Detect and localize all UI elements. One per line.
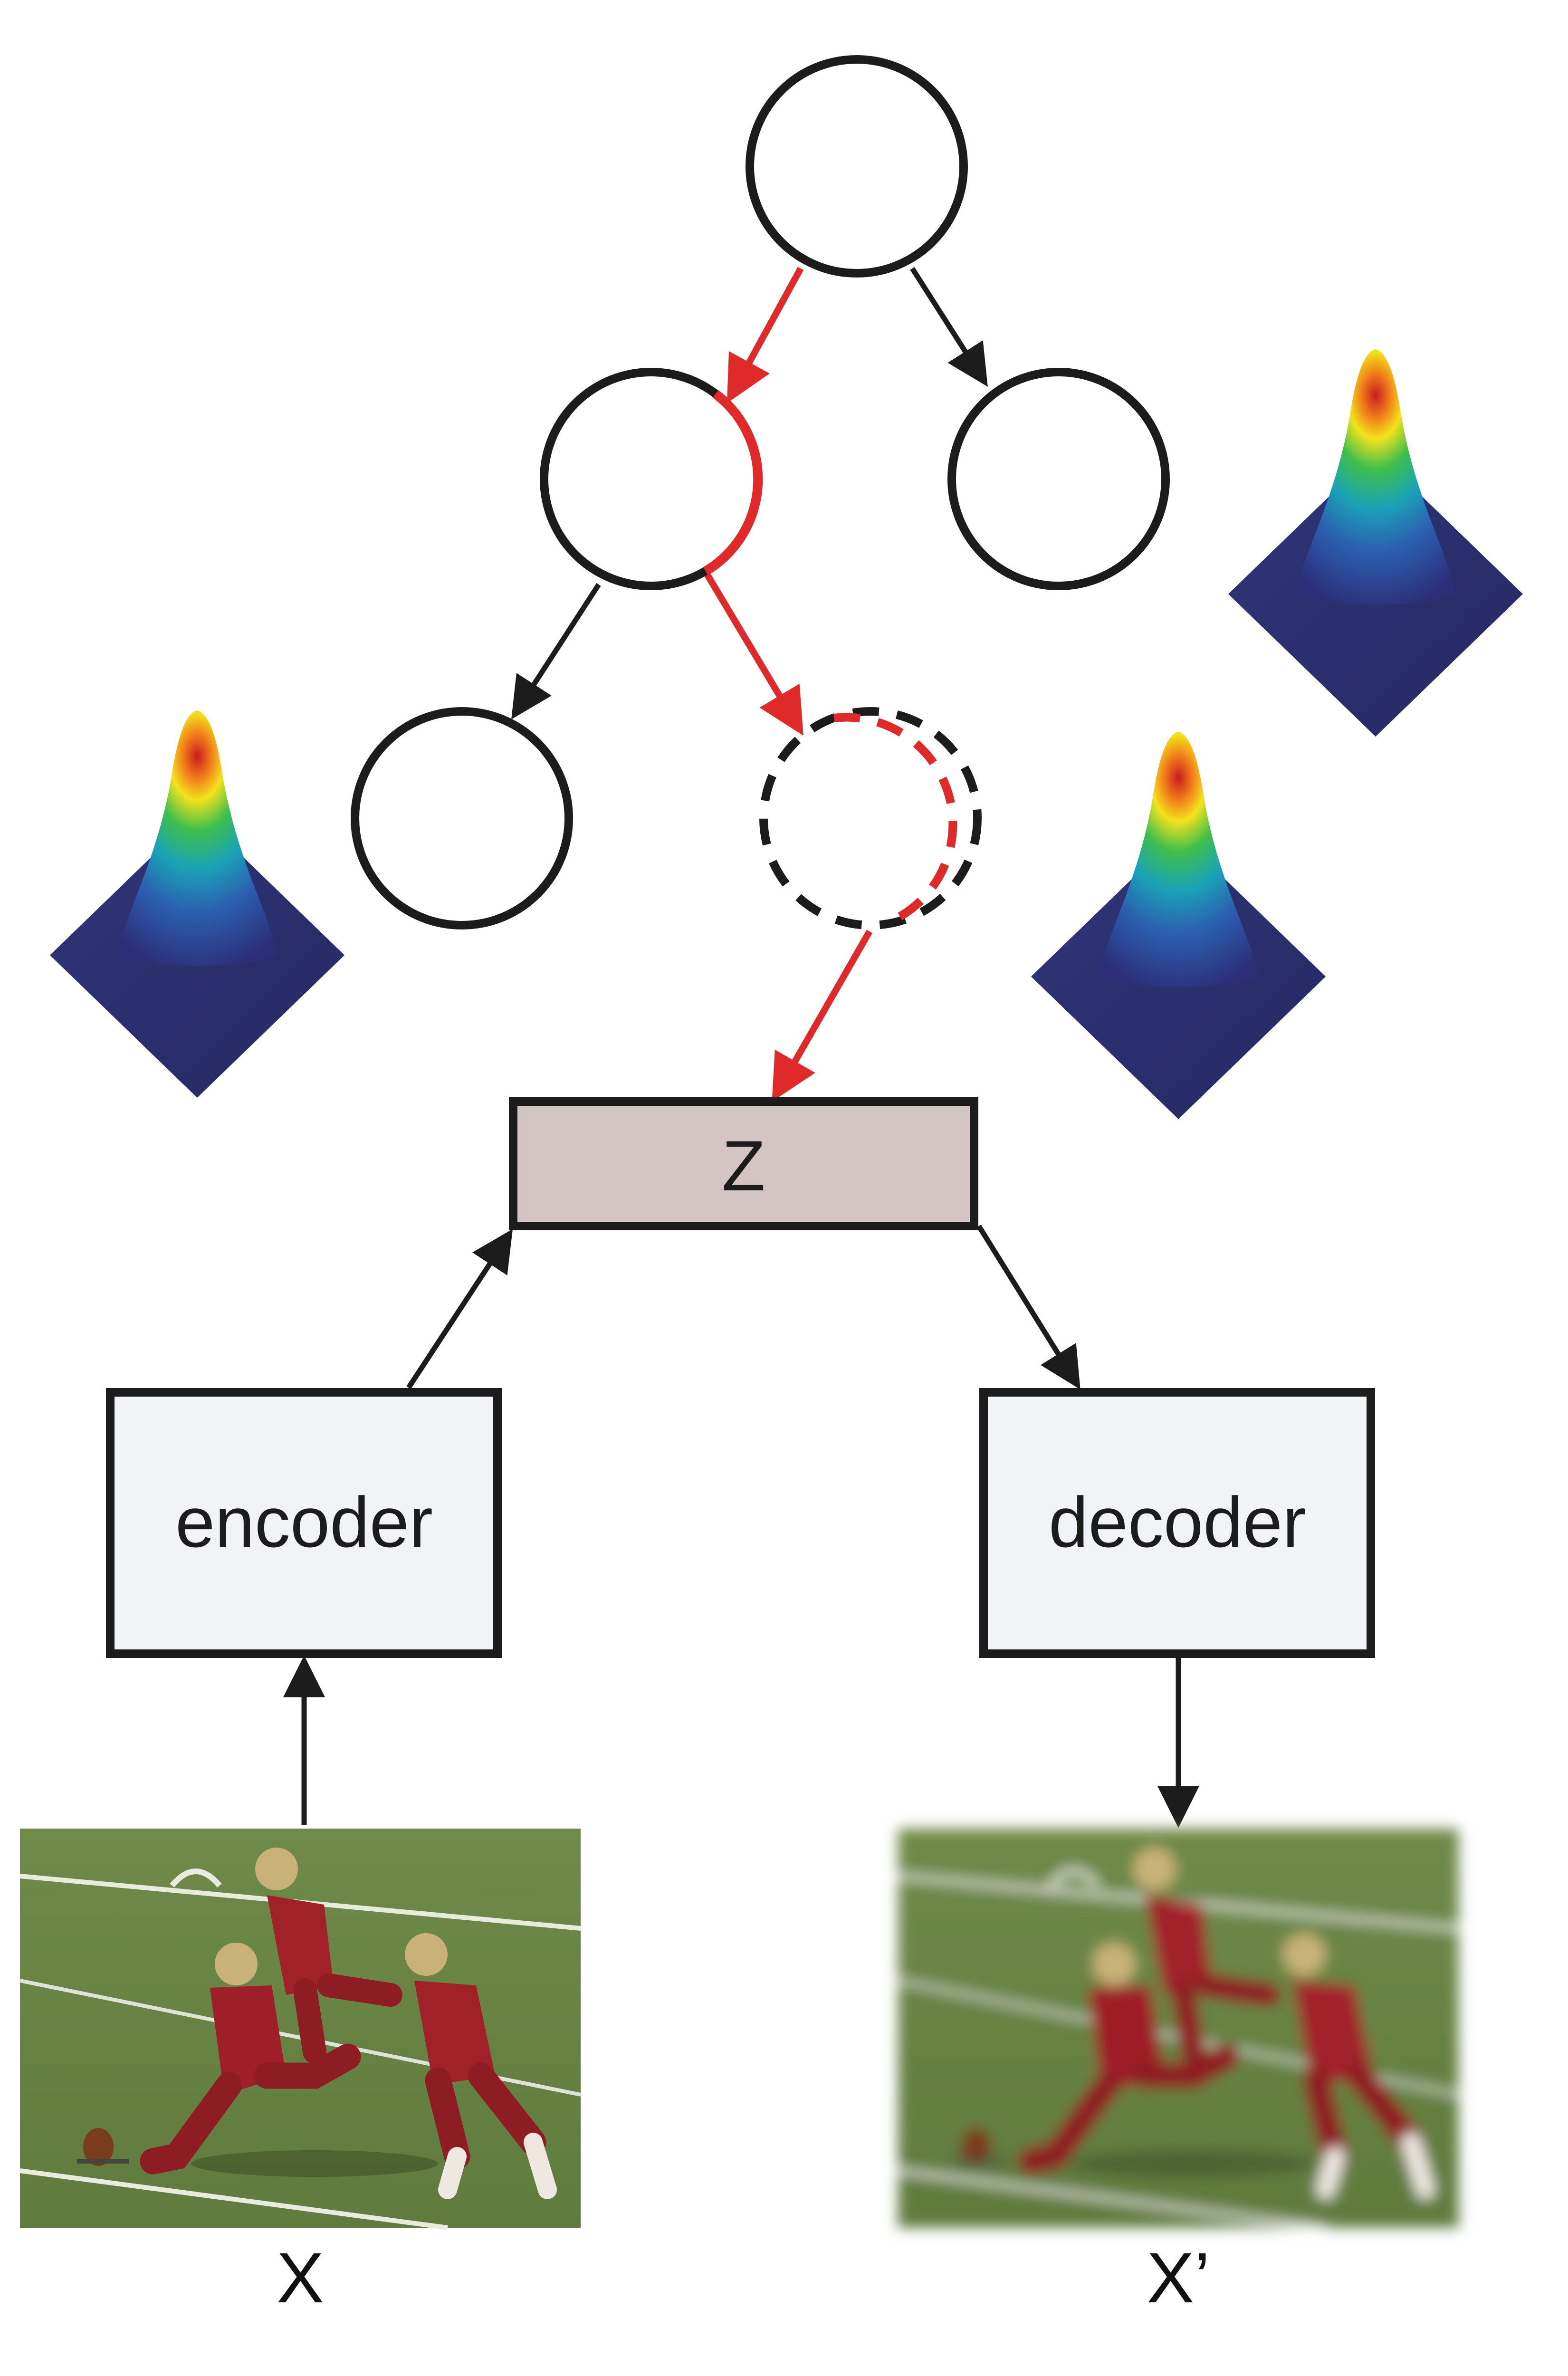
decoder-box (979, 1388, 1375, 1658)
edge-left-to-left-right (700, 566, 803, 736)
tree-node-left-highlight (703, 390, 763, 575)
tree-node-root (746, 55, 968, 278)
tree-node-left-right-highlight (833, 713, 957, 929)
edge-latent-to-decoder (976, 1225, 1080, 1390)
output-image (898, 1829, 1459, 2228)
tree-node-left-left (351, 707, 573, 929)
edge-left-to-left-left (511, 583, 601, 719)
decoder-label: decoder (1049, 1482, 1306, 1562)
football-photo (20, 1829, 581, 2228)
edge-root-to-left (727, 267, 804, 403)
tree-node-right (947, 368, 1170, 590)
gaussian-surface-icon (1031, 732, 1326, 1119)
edge-root-to-right (910, 267, 988, 387)
latent-box (509, 1097, 978, 1230)
input-image (20, 1829, 581, 2228)
input-image-label: X (277, 2238, 324, 2318)
output-image-label: X’ (1147, 2238, 1210, 2318)
encoder-box (106, 1388, 502, 1658)
gaussian-surface-icon (1228, 349, 1523, 737)
latent-label: Z (722, 1126, 765, 1206)
edge-encoder-to-latent (406, 1229, 513, 1389)
blurred-football-photo (898, 1829, 1459, 2228)
encoder-label: encoder (175, 1482, 433, 1562)
gaussian-surface-icon (50, 710, 344, 1098)
tree-node-left-right (759, 707, 982, 929)
edge-left-right-to-latent (772, 929, 873, 1102)
